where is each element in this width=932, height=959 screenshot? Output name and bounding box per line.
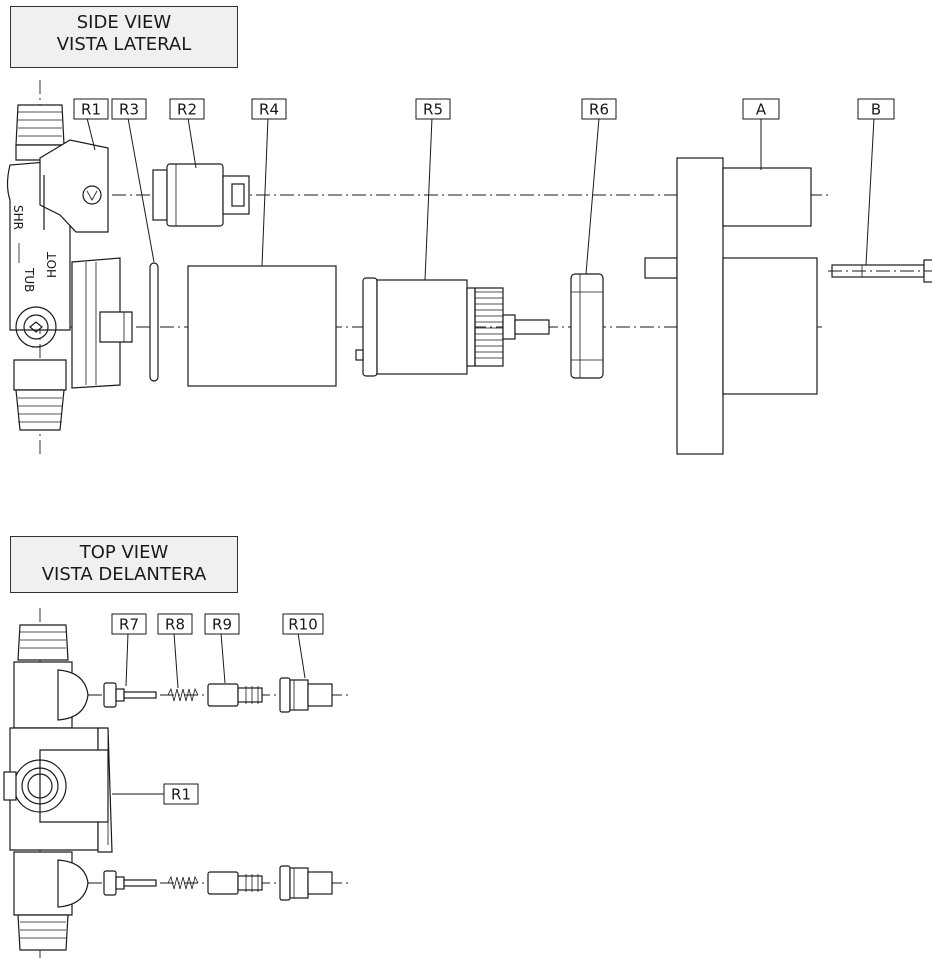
part-r9-lower xyxy=(207,871,263,895)
part-r4-sleeve xyxy=(187,265,337,387)
callout-r8: R8 xyxy=(157,613,193,635)
valve-body-top xyxy=(3,624,113,951)
callout-r10: R10 xyxy=(282,613,324,635)
callout-r3: R3 xyxy=(111,98,147,120)
part-r7-lower xyxy=(103,870,157,896)
part-r7-upper xyxy=(103,682,157,708)
part-r9-upper xyxy=(207,683,263,707)
part-r10-upper xyxy=(279,677,333,713)
callout-r6: R6 xyxy=(581,98,617,120)
callout-r2: R2 xyxy=(169,98,205,120)
side-leaders xyxy=(86,117,875,281)
svg-text:R7: R7 xyxy=(119,616,139,634)
svg-text:A: A xyxy=(756,101,767,119)
top-view-title-es: VISTA DELANTERA xyxy=(41,564,207,585)
top-leaders xyxy=(112,632,306,795)
part-r10-lower xyxy=(279,865,333,901)
svg-text:R4: R4 xyxy=(259,101,279,119)
valve-marking-tub: TUB xyxy=(22,267,36,292)
callout-r1-top: R1 xyxy=(163,783,199,805)
part-r5-cartridge xyxy=(355,277,550,377)
part-r3-oring xyxy=(149,262,159,382)
part-r8-spring-upper xyxy=(167,687,199,702)
svg-text:R1: R1 xyxy=(81,101,101,119)
svg-text:R8: R8 xyxy=(165,616,185,634)
part-a-handle xyxy=(644,157,818,455)
svg-text:R1: R1 xyxy=(171,786,191,804)
svg-text:R2: R2 xyxy=(177,101,197,119)
callout-r4: R4 xyxy=(251,98,287,120)
part-r2-side xyxy=(152,163,250,227)
top-view-title: TOP VIEW VISTA DELANTERA xyxy=(10,536,238,593)
valve-body-side xyxy=(6,104,133,431)
callout-r5: R5 xyxy=(415,98,451,120)
callout-r1: R1 xyxy=(73,98,109,120)
valve-marking-hot: HOT xyxy=(45,252,59,278)
svg-text:R5: R5 xyxy=(423,101,443,119)
callout-b: B xyxy=(857,98,895,120)
svg-text:R9: R9 xyxy=(212,616,232,634)
valve-marking-shr: SHR xyxy=(11,205,25,230)
svg-text:R10: R10 xyxy=(288,616,318,634)
svg-text:R6: R6 xyxy=(589,101,609,119)
side-view-title-es: VISTA LATERAL xyxy=(56,34,192,55)
callout-a: A xyxy=(742,98,780,120)
side-view-title: SIDE VIEW VISTA LATERAL xyxy=(10,6,238,68)
callout-r9: R9 xyxy=(204,613,240,635)
top-view-title-en: TOP VIEW xyxy=(79,542,169,563)
svg-text:B: B xyxy=(871,101,881,119)
svg-text:R3: R3 xyxy=(119,101,139,119)
part-r8-spring-lower xyxy=(167,875,199,890)
part-r6-nut xyxy=(570,273,604,379)
callout-r7: R7 xyxy=(111,613,147,635)
side-view-title-en: SIDE VIEW xyxy=(76,12,172,33)
